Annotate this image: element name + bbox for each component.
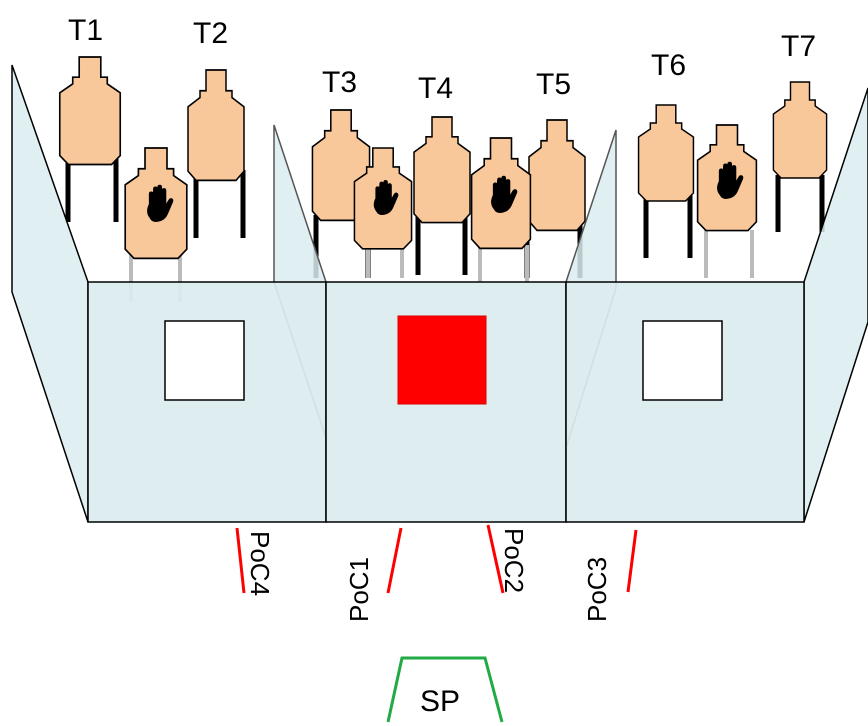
label-PoC4: PoC4	[245, 531, 275, 596]
poc1-line	[386, 527, 403, 594]
label-T5: T5	[536, 68, 571, 101]
port-right	[642, 320, 723, 401]
no-shoot-3	[470, 137, 532, 250]
front-wall-right	[565, 281, 805, 523]
start-position: SP	[386, 656, 504, 723]
poc3-line	[626, 529, 638, 593]
label-T2: T2	[193, 17, 228, 50]
label-T4: T4	[418, 72, 453, 105]
port-left	[164, 320, 245, 401]
port-center	[397, 315, 487, 405]
poc-labels: PoC4 PoC1 PoC2 PoC3	[245, 528, 612, 622]
target-T4	[413, 116, 471, 224]
label-T6: T6	[651, 49, 686, 82]
ports	[164, 315, 723, 405]
start-box	[386, 656, 504, 723]
target-T2	[187, 69, 245, 182]
poc-lines	[235, 524, 638, 594]
label-SP: SP	[420, 685, 460, 718]
target-T1	[58, 56, 122, 166]
label-PoC3: PoC3	[582, 557, 612, 622]
poc4-line	[235, 527, 246, 594]
label-T3: T3	[322, 66, 357, 99]
label-PoC1: PoC1	[344, 557, 374, 622]
target-labels: T1 T2 T3 T4 T5 T6 T7	[68, 14, 816, 105]
no-shoot-4	[696, 124, 758, 232]
label-T7: T7	[781, 30, 816, 63]
target-T7	[772, 81, 828, 179]
label-PoC2: PoC2	[499, 528, 529, 593]
front-wall-left	[87, 281, 327, 523]
walls	[11, 64, 868, 523]
label-T1: T1	[68, 14, 103, 47]
no-shoot-1	[124, 147, 188, 260]
target-T5	[528, 119, 586, 232]
poc2-line	[486, 524, 505, 594]
target-T6	[637, 104, 695, 202]
